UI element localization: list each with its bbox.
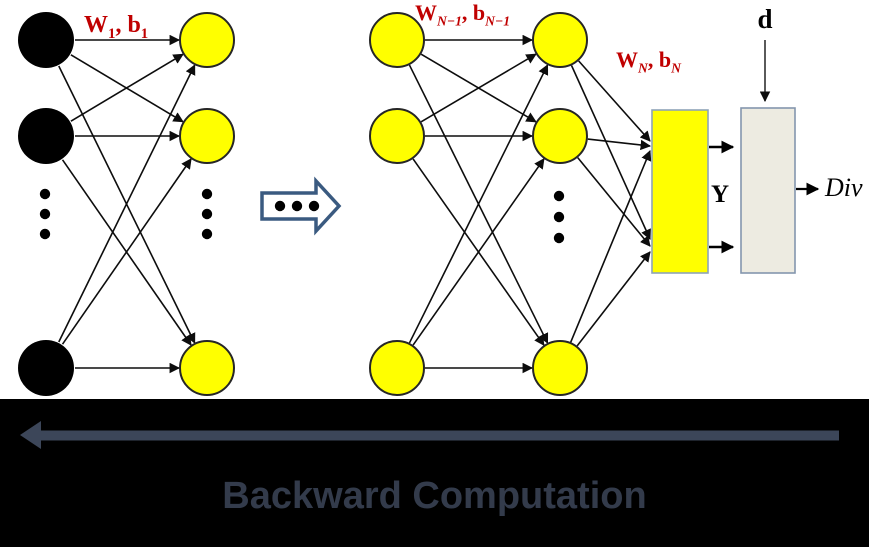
generated-network-layer: [18, 12, 652, 396]
input-node: [18, 12, 74, 68]
connection-edge: [408, 64, 549, 344]
backward-arrow-shape: [20, 421, 839, 449]
hidden-node: [179, 340, 235, 396]
connection-edge: [570, 65, 651, 240]
ellipsis-dot: [39, 208, 51, 220]
left-network-vertical-ellipsis: [39, 188, 213, 240]
network-output-label: Y: [711, 181, 730, 208]
right-network-edges: [408, 34, 549, 374]
ellipsis-dot: [201, 188, 213, 200]
right-network-vertical-ellipsis: [553, 190, 565, 244]
ellipsis-dot: [201, 228, 213, 240]
ellipsis-dot: [39, 228, 51, 240]
left-network-edges: [58, 34, 196, 374]
ellipsis-dot: [201, 208, 213, 220]
continuation-dot: [274, 200, 286, 212]
connection-edge: [412, 158, 545, 346]
hidden-node: [532, 340, 588, 396]
connection-edge: [58, 64, 196, 343]
hidden-node: [369, 108, 425, 164]
hidden-node: [369, 12, 425, 68]
connection-edge: [61, 158, 192, 345]
hidden-node: [532, 12, 588, 68]
hidden-node: [179, 12, 235, 68]
ellipsis-dot: [553, 190, 565, 202]
connection-edge: [569, 150, 652, 343]
backward-computation-banner: Backward Computation: [0, 399, 869, 547]
connection-edge: [577, 157, 651, 247]
right-network-nodes: [369, 12, 588, 396]
banner-title: Backward Computation: [222, 475, 647, 517]
weights-label-layerN-1: WN−1, bN−1: [415, 0, 511, 29]
weights-label-layerN: WN, bN: [616, 47, 681, 76]
continuation-dot: [291, 200, 303, 212]
connection-edge: [576, 251, 651, 347]
hidden-node: [179, 108, 235, 164]
backward-arrow: [20, 421, 839, 449]
left-network-nodes: [18, 12, 235, 396]
hidden-node: [369, 340, 425, 396]
desired-output-label: d: [757, 4, 773, 34]
connection-edge: [578, 60, 651, 142]
hidden-node: [532, 108, 588, 164]
connection-edge: [587, 138, 652, 151]
continuation-dot: [308, 200, 320, 212]
input-node: [18, 108, 74, 164]
static-shapes-layer: [260, 40, 820, 274]
divergence-label: Div: [825, 173, 863, 202]
connection-edge: [420, 53, 537, 123]
output-layer-block: [651, 109, 709, 274]
output-layer-edges: [569, 60, 652, 347]
ellipsis-dot: [39, 188, 51, 200]
ellipsis-dot: [553, 211, 565, 223]
ellipsis-dot: [553, 232, 565, 244]
divergence-block: [740, 107, 796, 274]
connection-edge: [70, 53, 184, 122]
input-node: [18, 340, 74, 396]
weights-label-layer1: W1, b1: [84, 12, 149, 42]
